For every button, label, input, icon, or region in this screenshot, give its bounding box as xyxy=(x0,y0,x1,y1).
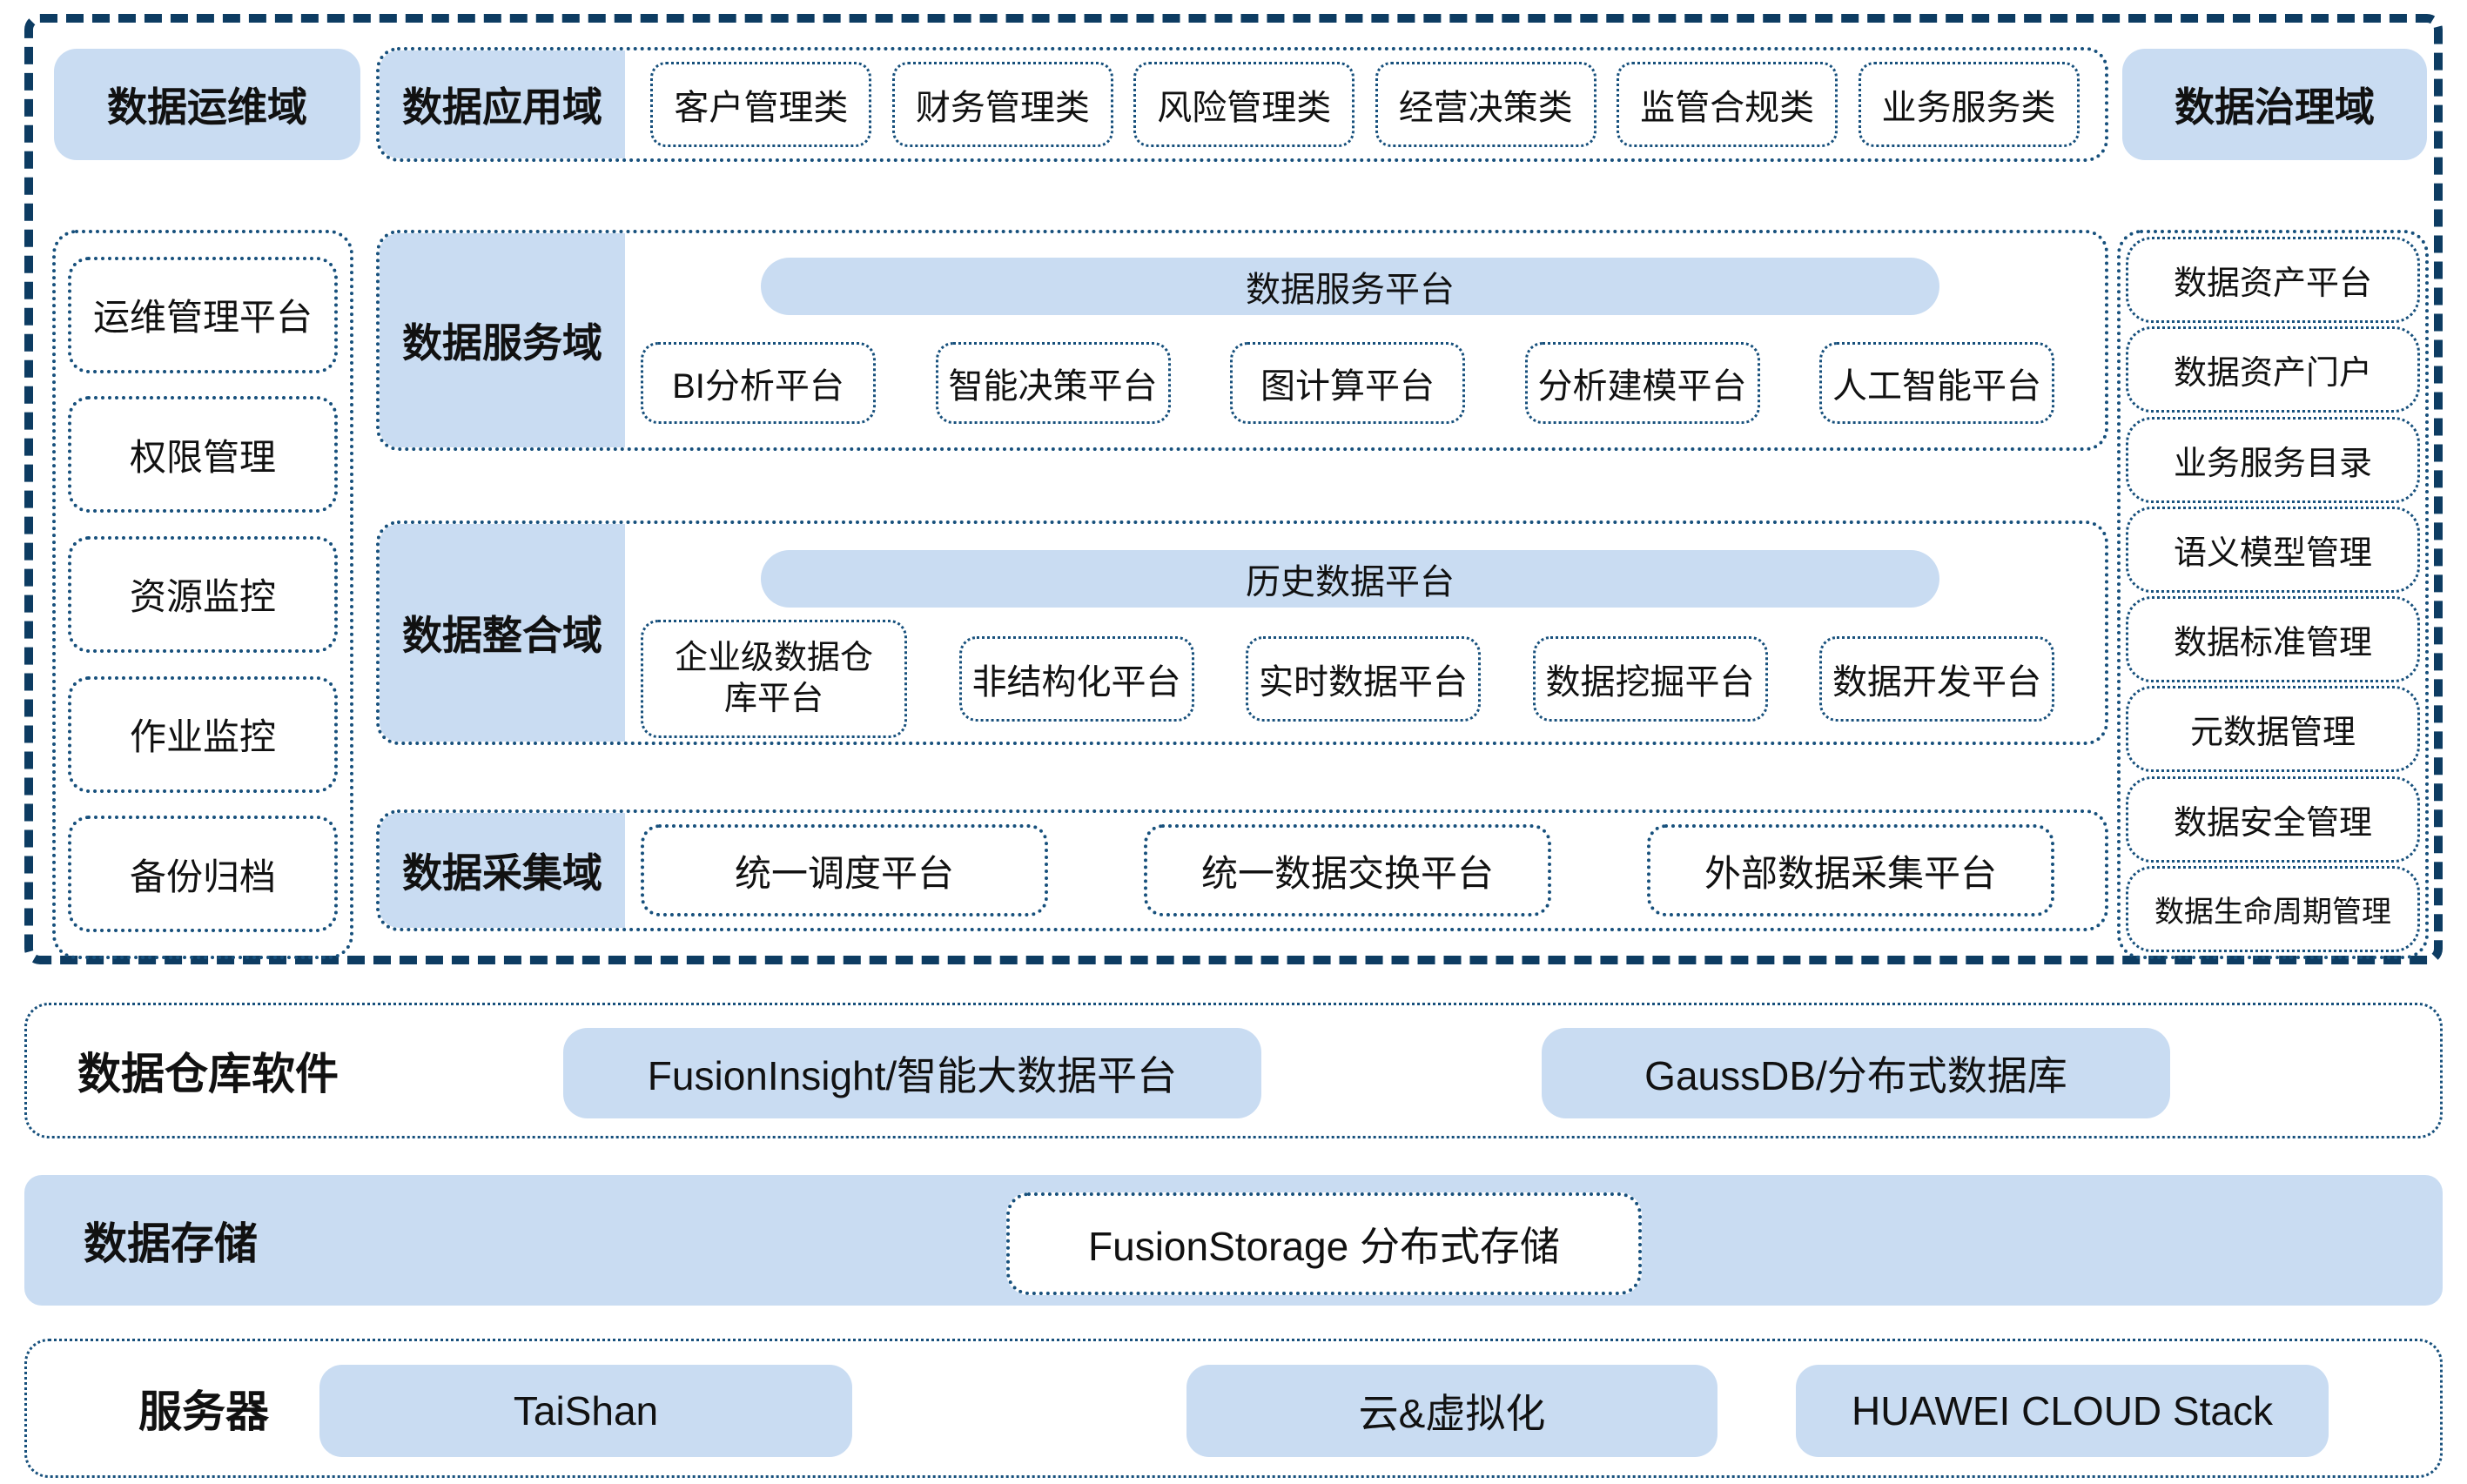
integration-domain-row: 数据整合域 历史数据平台 企业级数据仓库平台 非结构化平台 实时数据平台 数据挖… xyxy=(376,520,2108,745)
integration-platform-box: 数据挖掘平台 xyxy=(1532,636,1768,722)
history-data-platform-band: 历史数据平台 xyxy=(761,550,1939,608)
app-category-box: 客户管理类 xyxy=(650,62,872,147)
collection-domain-row: 数据采集域 统一调度平台 统一数据交换平台 外部数据采集平台 xyxy=(376,809,2108,931)
service-domain-label: 数据服务域 xyxy=(380,233,625,447)
fusionstorage-box: FusionStorage 分布式存储 xyxy=(1006,1192,1642,1295)
warehouse-software-row: 数据仓库软件 FusionInsight/智能大数据平台 GaussDB/分布式… xyxy=(24,1003,2443,1138)
gaussdb-box: GaussDB/分布式数据库 xyxy=(1542,1028,2170,1118)
service-platform-list: BI分析平台 智能决策平台 图计算平台 分析建模平台 人工智能平台 xyxy=(641,331,2054,435)
huawei-cloud-stack-box: HUAWEI CLOUD Stack xyxy=(1796,1365,2329,1457)
collection-platform-list: 统一调度平台 统一数据交换平台 外部数据采集平台 xyxy=(641,813,2054,928)
app-category-box: 监管合规类 xyxy=(1617,62,1838,147)
cloud-virtualization-box: 云&虚拟化 xyxy=(1186,1365,1717,1457)
domain-app-container: 数据应用域 客户管理类 财务管理类 风险管理类 经营决策类 监管合规类 业务服务… xyxy=(376,47,2108,162)
ops-sidebar-item: 备份归档 xyxy=(68,816,338,933)
service-platform-box: 图计算平台 xyxy=(1230,342,1465,424)
collection-platform-box: 统一调度平台 xyxy=(641,824,1048,917)
ops-sidebar-item: 资源监控 xyxy=(68,535,338,653)
main-dashed-frame xyxy=(24,14,2443,964)
warehouse-software-label: 数据仓库软件 xyxy=(77,1050,339,1098)
ops-sidebar-item: 作业监控 xyxy=(68,675,338,793)
service-platform-box: 智能决策平台 xyxy=(935,342,1171,424)
fusioninsight-box: FusionInsight/智能大数据平台 xyxy=(563,1028,1261,1118)
ops-sidebar-item: 运维管理平台 xyxy=(68,256,338,373)
data-service-platform-band: 数据服务平台 xyxy=(761,258,1939,315)
integration-platform-box: 非结构化平台 xyxy=(958,636,1194,722)
governance-sidebar-item: 业务服务目录 xyxy=(2126,416,2420,503)
ops-sidebar: 运维管理平台 权限管理 资源监控 作业监控 备份归档 xyxy=(52,230,353,959)
storage-row: 数据存储 FusionStorage 分布式存储 xyxy=(24,1175,2443,1306)
governance-sidebar-item: 语义模型管理 xyxy=(2126,506,2420,593)
governance-sidebar-item: 数据标准管理 xyxy=(2126,596,2420,683)
governance-sidebar-item: 数据资产门户 xyxy=(2126,326,2420,413)
domain-ops-box: 数据运维域 xyxy=(54,49,360,160)
app-category-box: 经营决策类 xyxy=(1375,62,1596,147)
domain-app-label: 数据应用域 xyxy=(380,50,625,158)
governance-sidebar-item: 元数据管理 xyxy=(2126,686,2420,773)
integration-domain-label: 数据整合域 xyxy=(380,524,625,742)
app-category-list: 客户管理类 财务管理类 风险管理类 经营决策类 监管合规类 业务服务类 xyxy=(625,50,2105,158)
app-category-box: 风险管理类 xyxy=(1133,62,1355,147)
collection-platform-box: 外部数据采集平台 xyxy=(1647,824,2054,917)
service-domain-row: 数据服务域 数据服务平台 BI分析平台 智能决策平台 图计算平台 分析建模平台 … xyxy=(376,230,2108,451)
server-label: 服务器 xyxy=(138,1387,269,1436)
service-platform-box: 人工智能平台 xyxy=(1819,342,2054,424)
collection-domain-label: 数据采集域 xyxy=(380,813,625,928)
storage-label: 数据存储 xyxy=(84,1219,258,1268)
app-category-box: 财务管理类 xyxy=(891,62,1113,147)
governance-sidebar-item: 数据安全管理 xyxy=(2126,776,2420,863)
collection-platform-box: 统一数据交换平台 xyxy=(1144,824,1551,917)
ops-sidebar-item: 权限管理 xyxy=(68,396,338,514)
service-platform-box: BI分析平台 xyxy=(641,342,876,424)
server-row: 服务器 TaiShan 云&虚拟化 HUAWEI CLOUD Stack xyxy=(24,1339,2443,1478)
taishan-box: TaiShan xyxy=(319,1365,852,1457)
app-category-box: 业务服务类 xyxy=(1858,62,2080,147)
integration-platform-box: 数据开发平台 xyxy=(1819,636,2054,722)
integration-platform-list: 企业级数据仓库平台 非结构化平台 实时数据平台 数据挖掘平台 数据开发平台 xyxy=(641,618,2054,740)
service-platform-box: 分析建模平台 xyxy=(1524,342,1760,424)
integration-platform-box: 企业级数据仓库平台 xyxy=(641,620,907,738)
governance-sidebar-item: 数据资产平台 xyxy=(2126,237,2420,324)
domain-governance-box: 数据治理域 xyxy=(2122,49,2427,160)
governance-sidebar-item: 数据生命周期管理 xyxy=(2126,865,2420,952)
governance-sidebar: 数据资产平台 数据资产门户 业务服务目录 语义模型管理 数据标准管理 元数据管理… xyxy=(2117,230,2429,959)
integration-platform-box: 实时数据平台 xyxy=(1246,636,1481,722)
